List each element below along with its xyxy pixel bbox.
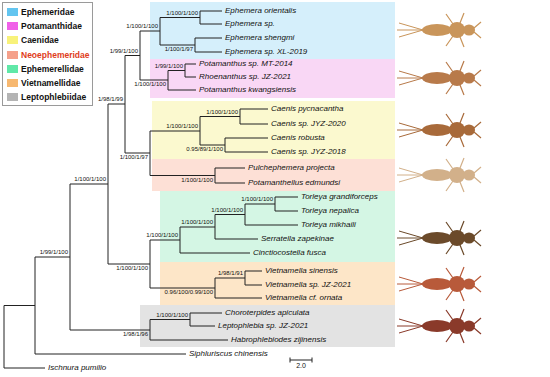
taxon-label: Pulchephemera projecta — [248, 163, 335, 173]
legend-entry: Leptophlebiidae — [3, 92, 89, 103]
nymph-photo — [397, 158, 481, 192]
legend-entry: Potamanthidae — [3, 21, 89, 32]
legend-swatch — [7, 93, 18, 101]
taxon-label: Torleya mikhaili — [301, 220, 356, 230]
support-value: 1/99/1/100 — [40, 249, 68, 256]
support-value: 1/99/1/100 — [110, 48, 138, 55]
taxon-label: Serratella zapekinae — [261, 234, 334, 244]
taxon-label: Vietnamella sinensis — [265, 266, 338, 276]
legend-text: Leptophlebiidae — [21, 92, 86, 103]
taxon-label: Torleya grandiforceps — [301, 192, 378, 202]
legend-entry: Ephemerellidae — [3, 64, 89, 75]
taxon-label: Ephemera orientalis — [225, 6, 296, 16]
support-value: 1/100/1/97 — [165, 46, 193, 53]
nymph-photo — [397, 61, 481, 95]
clade-band — [140, 305, 395, 347]
taxon-label: Caenis sp. JYZ-2018 — [271, 147, 346, 157]
legend-text: Ephemeridae — [21, 7, 74, 18]
nymph-photo — [397, 221, 481, 255]
taxon-label: Torleya nepalica — [301, 206, 359, 216]
legend-text: Potamanthidae — [21, 21, 82, 32]
legend-swatch — [7, 22, 18, 30]
legend-swatch — [7, 65, 18, 73]
scale-label: 2.0 — [296, 362, 306, 370]
support-value: 1/100/1/100 — [126, 23, 158, 30]
nymph-photo — [397, 267, 481, 301]
nymph-photo — [397, 113, 481, 147]
legend-entry: Caenidae — [3, 35, 89, 46]
legend-text: Ephemerellidae — [21, 64, 84, 75]
support-value: 0.95/89/1/100 — [186, 146, 223, 153]
taxon-label: Ephemera sp. — [225, 19, 275, 29]
taxon-label: Leptophlebia sp. JZ-2021 — [218, 321, 308, 331]
support-value: 1/100/1/100 — [181, 177, 213, 184]
legend-text: Vietnamellidae — [21, 78, 80, 89]
legend-entry: Neoephemeridae — [3, 50, 89, 61]
scale-bar — [290, 358, 312, 363]
support-value: 1/100/1/97 — [120, 154, 148, 161]
clade-band — [160, 262, 395, 305]
support-value: 1/98/1/96 — [123, 331, 148, 338]
support-value: 1/100/1/100 — [134, 81, 166, 88]
taxon-label: Caenis sp. JYZ-2020 — [271, 119, 346, 129]
taxon-label: Habrophlebiodes zijinensis — [231, 335, 326, 345]
taxon-label: Choroterpides apiculata — [225, 308, 310, 318]
taxon-label: Potamanthus sp. MT-2014 — [199, 59, 293, 69]
support-value: 1/100/1/100 — [74, 176, 106, 183]
support-value: 1/100/1/100 — [166, 123, 198, 130]
support-value: 1/100/1/100 — [211, 207, 243, 214]
nymph-photo — [397, 13, 481, 47]
taxon-label: Potamanthus kwangsiensis — [199, 85, 296, 95]
taxon-label: Caenis robusta — [271, 133, 325, 143]
legend-swatch — [7, 36, 18, 44]
nymph-photo — [397, 309, 481, 343]
support-value: 1/98/1/99 — [98, 96, 123, 103]
taxon-label: Ischnura pumilio — [48, 363, 106, 373]
taxon-label: Siphluriscus chinensis — [189, 349, 268, 359]
support-value: 1/100/1/100 — [156, 312, 188, 319]
taxon-label: Vietnamella cf. ornata — [265, 293, 342, 303]
taxon-label: Caenis pycnacantha — [271, 104, 344, 114]
clade-band — [152, 101, 395, 159]
legend-swatch — [7, 8, 18, 16]
support-value: 1/100/1/100 — [116, 265, 148, 272]
support-value: 0.96/100/0.99/100 — [165, 289, 213, 296]
support-value: 1/100/1/100 — [181, 219, 213, 226]
taxon-label: Potamanthellus edmundsi — [248, 178, 340, 188]
legend-box: EphemeridaePotamanthidaeCaenidaeNeoephem… — [2, 2, 93, 106]
legend-swatch — [7, 79, 18, 87]
support-value: 1/100/1/100 — [241, 196, 273, 203]
support-value: 1/100/1/100 — [206, 109, 238, 116]
taxon-label: Ephemera shengmi — [225, 33, 294, 43]
clade-band — [150, 59, 395, 98]
legend-entry: Vietnamellidae — [3, 78, 89, 89]
clade-band — [150, 2, 395, 59]
legend-text: Neoephemeridae — [21, 50, 90, 61]
taxon-label: Rhoenanthus sp. JZ-2021 — [199, 72, 291, 82]
legend-entry: Ephemeridae — [3, 7, 89, 18]
legend-text: Caenidae — [21, 35, 59, 46]
taxon-label: Vietnamella sp. JZ-2021 — [265, 280, 351, 290]
support-value: 1/100/1/100 — [166, 10, 198, 17]
taxon-label: Ephemera sp. XL-2019 — [225, 47, 307, 57]
legend-swatch — [7, 51, 18, 59]
support-value: 1/99/1/100 — [155, 63, 183, 70]
support-value: 1/98/1/91 — [218, 270, 243, 277]
support-value: 1/100/1/100 — [146, 232, 178, 239]
taxon-label: Cinctiocostella fusca — [253, 248, 326, 258]
